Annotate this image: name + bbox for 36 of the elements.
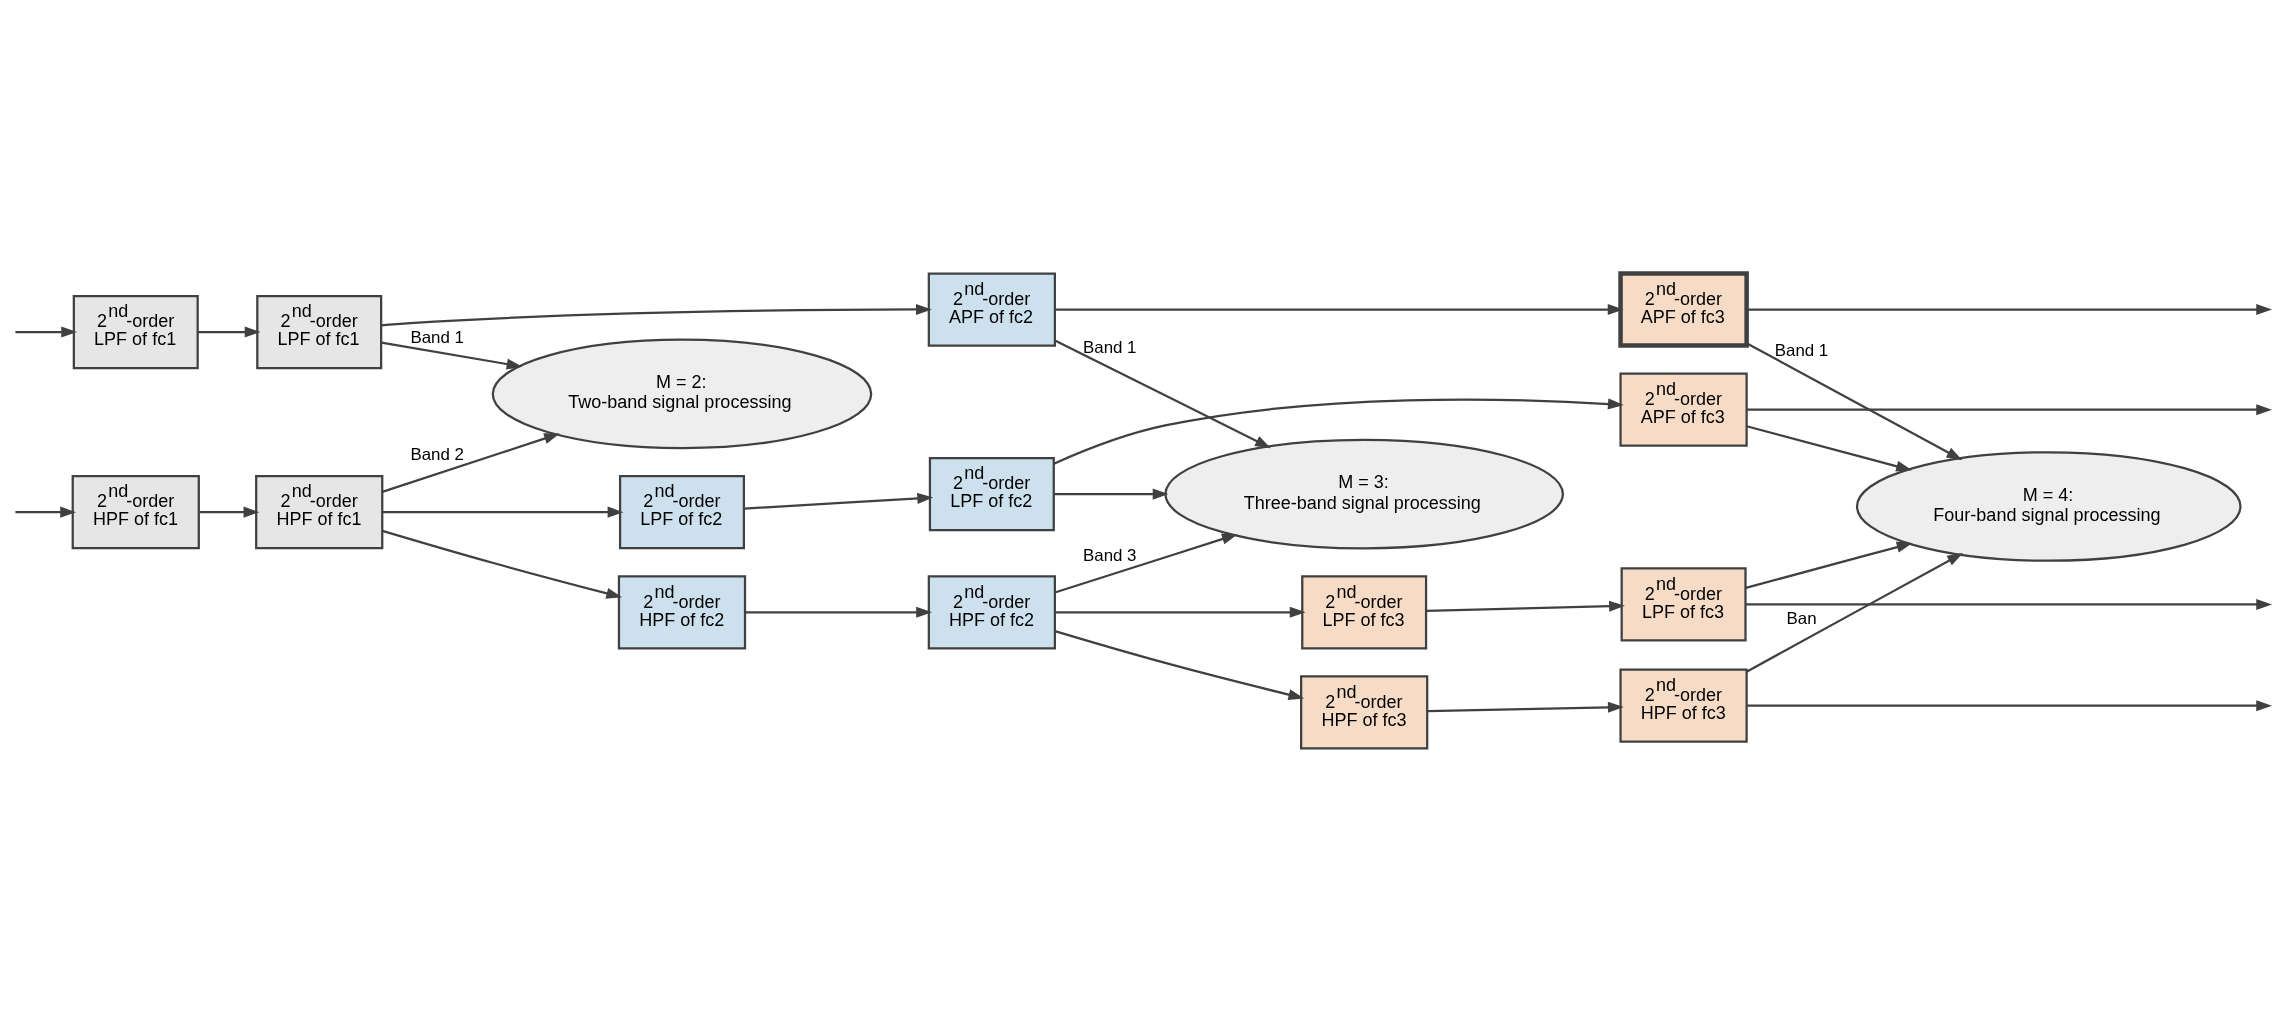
edge-label: Band 2 — [410, 445, 464, 465]
arrow — [1053, 398, 1624, 465]
edge-label: Band 3 — [1083, 545, 1137, 565]
edge-label: Ban — [1786, 608, 1817, 628]
arrow — [1427, 701, 1624, 713]
edge-label: Band 1 — [1083, 338, 1137, 358]
arrow — [1054, 606, 1306, 618]
arrow — [1745, 541, 1913, 589]
edge-label: Band 1 — [410, 328, 464, 348]
arrow — [1746, 425, 1912, 472]
arrow — [1054, 533, 1238, 594]
node-ellipse: M = 4: Four-band signal processing — [1855, 451, 2242, 562]
arrow — [1055, 304, 1624, 316]
arrow — [1054, 488, 1169, 500]
arrow — [1746, 552, 1964, 673]
arrow — [15, 326, 78, 338]
arrow — [1746, 342, 1963, 461]
arrow — [745, 606, 932, 618]
arrow — [381, 341, 523, 370]
arrow — [1746, 700, 2273, 712]
arrow — [1426, 600, 1625, 612]
arrow — [1746, 404, 2273, 416]
node-ellipse: M = 2: Two-band signal processing — [491, 338, 873, 450]
arrow — [199, 506, 260, 518]
arrow — [381, 303, 932, 327]
arrow — [382, 529, 623, 599]
edge-label: Band 1 — [1774, 340, 1829, 360]
arrow — [197, 326, 261, 338]
arrow — [744, 492, 934, 510]
arrow — [381, 433, 560, 493]
arrow — [15, 506, 76, 518]
arrow — [1745, 598, 2273, 610]
arrow — [1746, 304, 2273, 316]
arrow — [1054, 339, 1271, 449]
arrow — [1054, 630, 1305, 701]
arrow — [382, 506, 624, 518]
